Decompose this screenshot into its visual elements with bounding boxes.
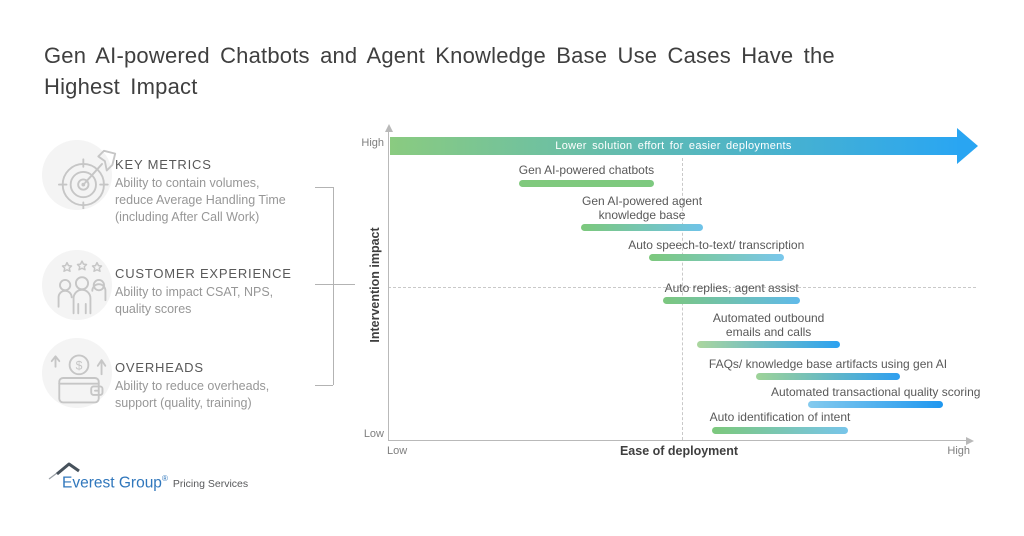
use-case-bar [648,254,784,262]
use-case-label: FAQs/ knowledge base artifacts using gen… [708,356,948,371]
wallet-coin-icon: $ [50,354,107,404]
legend-desc-key-metrics: Ability to contain volumes, reduce Avera… [115,176,286,224]
legend-heading-key-metrics: KEY METRICS [115,157,212,172]
legend-bracket-tick-middle [315,284,355,285]
use-case-label: Gen AI-powered agent knowledge base [581,193,703,222]
use-case-bar [755,373,901,381]
svg-text:$: $ [76,359,83,373]
customers-stars-icon [57,260,107,315]
effort-gradient-arrow: Lower solution effort for easier deploym… [390,137,957,155]
use-case-label: Automated transactional quality scoring [770,384,981,399]
legend-heading-customer-experience: CUSTOMER EXPERIENCE [115,266,292,281]
effort-arrow-head-icon [957,128,978,164]
icon-backdrop-circle [42,140,112,210]
y-axis-high-label: High [361,137,384,149]
brand-tagline: Pricing Services [172,478,249,491]
use-case-bar [712,426,848,434]
x-axis-high-label: High [947,445,970,457]
target-dart-icon [58,149,117,209]
horizontal-dashed-guide [388,286,976,288]
use-case-bar [697,341,841,349]
x-axis-title: Ease of deployment [619,444,739,458]
legend-heading-overheads: OVERHEADS [115,360,204,375]
use-case-label: Auto identification of intent [709,410,851,424]
icon-backdrop-circle [42,338,112,408]
legend-desc-customer-experience: Ability to impact CSAT, NPS, quality sco… [115,285,274,316]
legend-bracket-tick-top [315,187,333,188]
legend-bracket-line [333,187,334,385]
legend-bracket-tick-bottom [315,385,333,386]
use-case-bar [808,401,944,409]
brand-name: Everest Group [62,474,162,492]
everest-mountain-icon [48,462,80,480]
registered-mark: ® [161,474,168,483]
y-axis-arrowhead-icon [385,124,393,132]
use-case-bar [663,297,801,305]
use-case-label: Auto speech-to-text/ transcription [628,237,805,252]
use-case-label: Automated outbound emails and calls [712,310,825,339]
x-axis-line [388,440,966,441]
x-axis-low-label: Low [387,445,408,457]
legend-desc-overheads: Ability to reduce overheads, support (qu… [115,379,270,410]
use-case-bar [518,179,654,187]
y-axis-line [388,131,389,440]
page-title: Gen AI-powered Chatbots and Agent Knowle… [44,43,835,99]
x-axis-arrowhead-icon [966,436,974,445]
use-case-bar [581,224,703,232]
use-case-label: Gen AI-powered chatbots [518,163,655,178]
use-case-label: Auto replies, agent assist [664,280,799,295]
effort-arrow-label: Lower solution effort for easier deploym… [555,140,792,152]
y-axis-low-label: Low [363,428,384,440]
